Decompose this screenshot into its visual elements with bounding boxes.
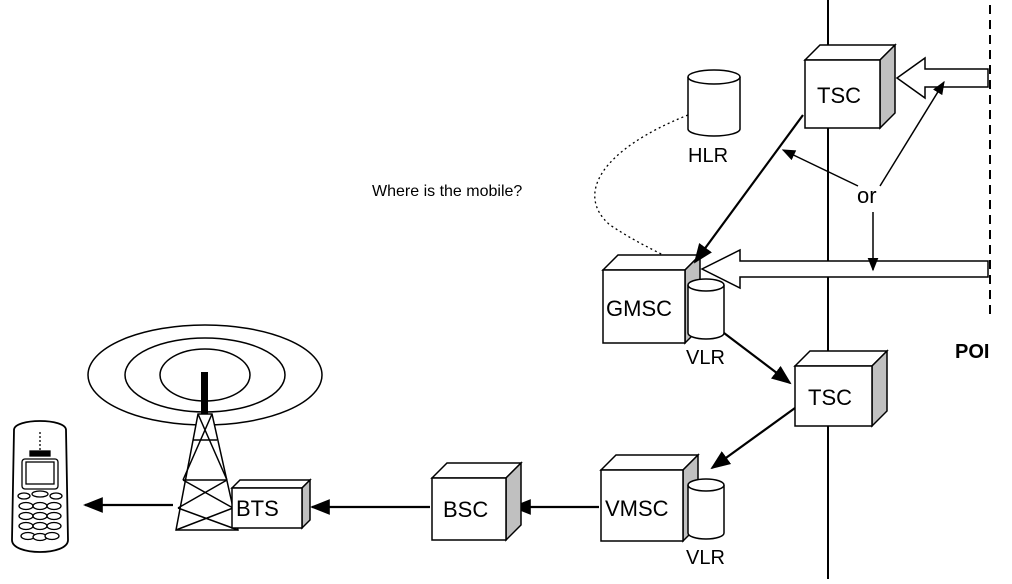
hlr-database-icon: [687, 69, 741, 137]
poi-label: POI: [955, 341, 989, 363]
tsc-top-label: TSC: [817, 83, 861, 108]
tsc-mid-switch: [793, 349, 889, 428]
or-to-poi-arrow: [879, 80, 945, 187]
poi-to-tsc-hollow-arrow: [895, 56, 989, 100]
bts-switch: [230, 478, 312, 530]
gmsc-to-tsc-arrow: [723, 332, 792, 385]
hlr-label: HLR: [688, 145, 728, 167]
antenna-tower-icon: [175, 372, 239, 531]
poi-to-gmsc-hollow-arrow: [700, 248, 989, 290]
tsc-to-gmsc-arrow: [693, 114, 804, 264]
tsc-top-switch: [803, 43, 897, 130]
hlr-query-dotted-curve: [594, 114, 689, 269]
query-label: Where is the mobile?: [372, 183, 522, 200]
mobile-phone-icon: [11, 420, 69, 553]
bts-label: BTS: [236, 496, 279, 521]
or-label: or: [857, 183, 877, 208]
gmsc-vlr-label: VLR: [686, 347, 725, 369]
vmsc-label: VMSC: [605, 496, 669, 521]
tsc-to-vmsc-arrow: [710, 407, 796, 470]
gmsc-label: GMSC: [606, 296, 672, 321]
vmsc-vlr-database-icon: [687, 478, 725, 540]
tsc-mid-label: TSC: [808, 385, 852, 410]
bsc-switch: [430, 461, 523, 542]
vmsc-vlr-label: VLR: [686, 547, 725, 569]
gmsc-vlr-database-icon: [687, 278, 725, 340]
bsc-label: BSC: [443, 497, 488, 522]
or-to-tsc-link-arrow: [781, 149, 859, 187]
